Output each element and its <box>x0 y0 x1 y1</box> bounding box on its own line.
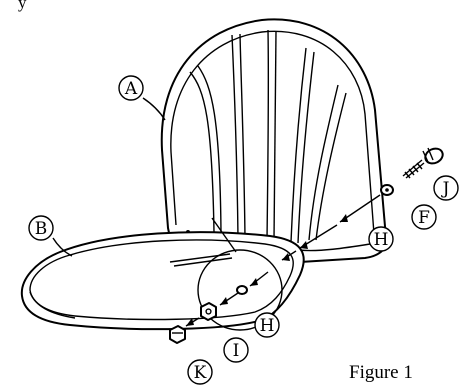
label-A: A <box>124 79 138 99</box>
leader-lines <box>52 97 237 257</box>
lower-hardware <box>169 271 269 344</box>
label-H-lower: H <box>260 316 275 336</box>
callout-B: B <box>28 215 54 241</box>
upper-hardware <box>281 147 444 261</box>
label-H-upper: H <box>374 230 389 250</box>
callout-J: J <box>433 175 459 201</box>
pivot-detail-circle <box>197 249 283 331</box>
seat-back <box>160 18 388 263</box>
callout-I: I <box>223 337 249 363</box>
label-K: K <box>194 363 207 383</box>
label-J: J <box>441 179 450 199</box>
callout-H-upper: H <box>368 226 394 252</box>
figure-caption: Figure 1 <box>349 362 413 383</box>
label-B: B <box>35 219 48 239</box>
callout-A: A <box>118 75 144 101</box>
callout-H-lower: H <box>254 312 280 338</box>
callout-F: F <box>411 204 437 230</box>
label-I: I <box>233 341 240 361</box>
top-partial-text: y <box>18 0 27 12</box>
callout-K: K <box>187 359 213 385</box>
label-F: F <box>418 208 430 228</box>
